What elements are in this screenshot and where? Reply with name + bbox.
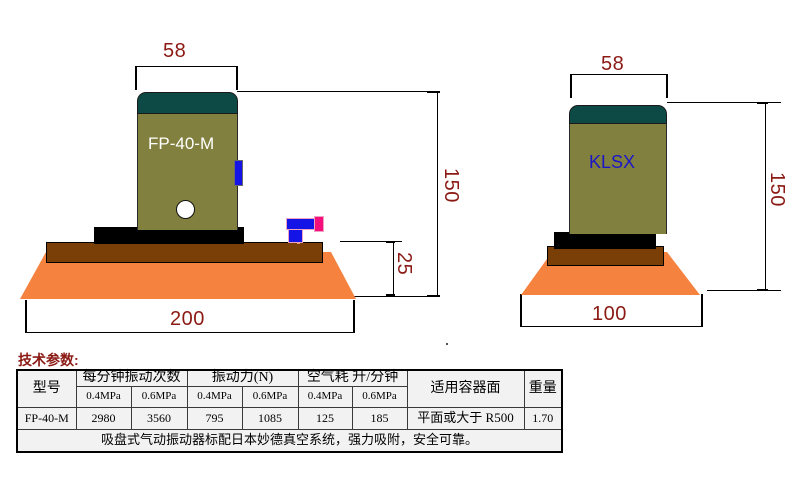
spec-th-weight: 重量	[523, 369, 563, 408]
side-dim-58-tick-left	[570, 74, 572, 98]
spec-cell-force-06: 1085	[241, 406, 299, 430]
spec-table: 型号 每分钟振动次数 振动力(N) 空气耗 升/分钟 适用容器面 重量 0.4M…	[16, 369, 564, 453]
spec-cell-surface: 平面或大于 R500	[406, 406, 525, 430]
spec-th-vib-04: 0.4MPa	[75, 385, 132, 408]
table-row: FP-40-M 2980 3560 795 1085 125 185 平面或大于…	[16, 406, 563, 430]
front-port-hole	[176, 200, 195, 219]
stray-dot	[446, 343, 448, 345]
side-dim-150-label: 150	[766, 172, 788, 207]
front-dim-200-line	[25, 332, 355, 333]
side-body-label: KLSX	[589, 152, 636, 172]
side-dim-150-tick-top	[757, 102, 768, 104]
side-dim-150-ext-bottom	[707, 290, 781, 291]
front-dim-150-ext-top	[237, 91, 440, 92]
side-body	[569, 120, 667, 234]
spec-th-air-04: 0.4MPa	[297, 385, 353, 408]
front-dim-150-label: 150	[440, 168, 462, 203]
front-dim-58-tick-left	[135, 66, 137, 90]
spec-cell-vib-06: 3560	[130, 406, 188, 430]
front-view-group: 58 150 25 200 FP-4	[0, 0, 470, 340]
front-dim-25-tick-bottom	[386, 294, 395, 296]
front-dim-58-line	[135, 66, 238, 67]
front-dim-25-tick-top	[386, 241, 395, 243]
front-cap	[137, 92, 238, 114]
side-dim-100-line	[520, 326, 703, 327]
spec-cell-vib-04: 2980	[75, 406, 132, 430]
side-dim-100-tick-left	[520, 294, 522, 327]
side-dim-58-tick-right	[666, 74, 668, 98]
spec-th-force-04: 0.4MPa	[186, 385, 243, 408]
front-dim-25-ext-top	[340, 241, 402, 242]
spec-cell-force-04: 795	[186, 406, 243, 430]
front-fitting-stub	[288, 229, 303, 243]
side-dim-150-tick-bottom	[757, 289, 768, 291]
front-fitting-pink-cap	[314, 216, 324, 232]
side-dim-100-tick-right	[701, 294, 703, 327]
spec-th-air: 空气耗 升/分钟	[297, 369, 408, 387]
spec-th-force: 振动力(N)	[186, 369, 299, 387]
front-dim-150-line	[437, 91, 438, 297]
front-dim-25-line	[393, 241, 394, 296]
front-dim-150-tick-top	[427, 91, 440, 93]
spec-th-force-06: 0.6MPa	[241, 385, 299, 408]
front-brown-plate	[46, 242, 323, 263]
spec-note: 吸盘式气动振动器标配日本妙德真空系统，强力吸附，安全可靠。	[16, 428, 563, 453]
front-side-tab	[234, 160, 243, 186]
front-black-plate	[94, 227, 244, 244]
spec-cell-air-04: 125	[297, 406, 353, 430]
spec-header-row-1: 型号 每分钟振动次数 振动力(N) 空气耗 升/分钟 适用容器面 重量	[16, 369, 563, 408]
spec-cell-air-06: 185	[351, 406, 408, 430]
side-dim-58-line	[570, 74, 668, 75]
spec-title: 技术参数:	[18, 352, 79, 368]
side-cap	[569, 105, 667, 124]
front-dim-25-label: 25	[393, 252, 415, 276]
side-view-group: 58 150 100 KLSX	[470, 0, 800, 340]
spec-th-vibrations: 每分钟振动次数	[75, 369, 188, 387]
side-black-plate	[554, 232, 656, 249]
front-dim-200-tick-left	[25, 300, 27, 333]
spec-th-model: 型号	[16, 369, 77, 408]
front-suction-cup	[20, 252, 356, 299]
spec-cell-model: FP-40-M	[16, 406, 77, 430]
side-dim-58-label: 58	[601, 53, 625, 75]
spec-th-surface: 适用容器面	[406, 369, 525, 408]
front-dim-200-label: 200	[170, 308, 205, 330]
front-dim-58-tick-right	[236, 66, 238, 90]
front-dim-150-ext-bottom	[350, 296, 440, 297]
front-dim-150-tick-bottom	[427, 295, 440, 297]
spec-cell-weight: 1.70	[523, 406, 563, 430]
spec-note-row: 吸盘式气动振动器标配日本妙德真空系统，强力吸附，安全可靠。	[16, 428, 563, 453]
spec-th-air-06: 0.6MPa	[351, 385, 408, 408]
side-dim-100-label: 100	[592, 303, 627, 325]
front-dim-200-tick-right	[353, 300, 355, 333]
front-dim-58-label: 58	[163, 40, 187, 62]
front-body-label: FP-40-M	[148, 134, 215, 153]
side-dim-150-ext-top	[667, 102, 781, 103]
side-dim-150-line	[765, 102, 766, 291]
spec-th-vib-06: 0.6MPa	[130, 385, 188, 408]
side-brown-plate	[547, 246, 664, 266]
